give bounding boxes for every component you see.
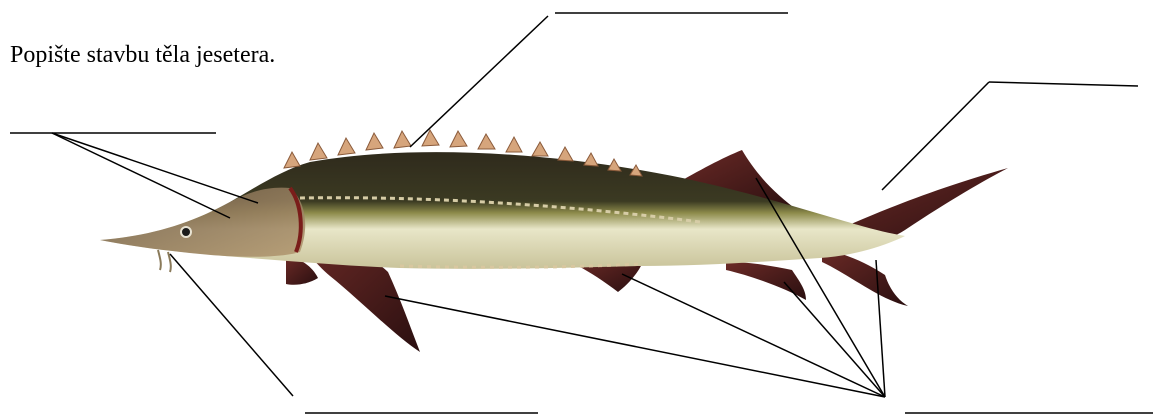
tail-lower-lobe (822, 248, 908, 306)
pointer-barbels (170, 254, 293, 396)
fish-head (100, 188, 305, 257)
pointer-dorsal-scutes (410, 16, 548, 147)
eye-icon (181, 227, 191, 237)
pointer-head-1 (52, 133, 230, 218)
answer-blank-tail[interactable] (989, 82, 1138, 86)
pointer-pelvic-fin (622, 274, 885, 397)
barbels (158, 250, 171, 272)
pointer-head-2 (52, 133, 258, 203)
pointer-tail (882, 82, 989, 190)
pointer-dorsal-fin (756, 178, 885, 397)
